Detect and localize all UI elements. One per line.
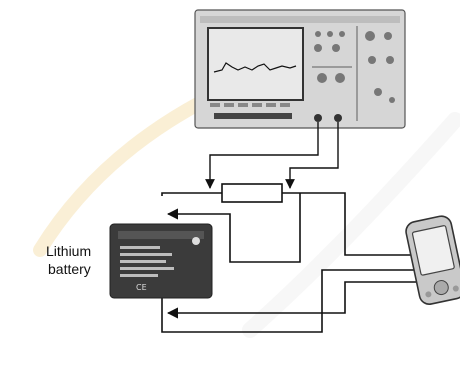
waveform xyxy=(213,62,297,73)
battery-label-line1: Lithium xyxy=(46,243,91,259)
pda-icon xyxy=(405,215,460,305)
probe-wires xyxy=(205,122,339,189)
battery-label-line2: battery xyxy=(48,261,91,277)
lithium-battery-icon: CE xyxy=(109,223,213,299)
svg-text:CE: CE xyxy=(136,283,147,292)
resistor-icon xyxy=(221,183,283,203)
circuit-wires xyxy=(161,192,420,333)
oscilloscope-icon xyxy=(194,9,406,129)
